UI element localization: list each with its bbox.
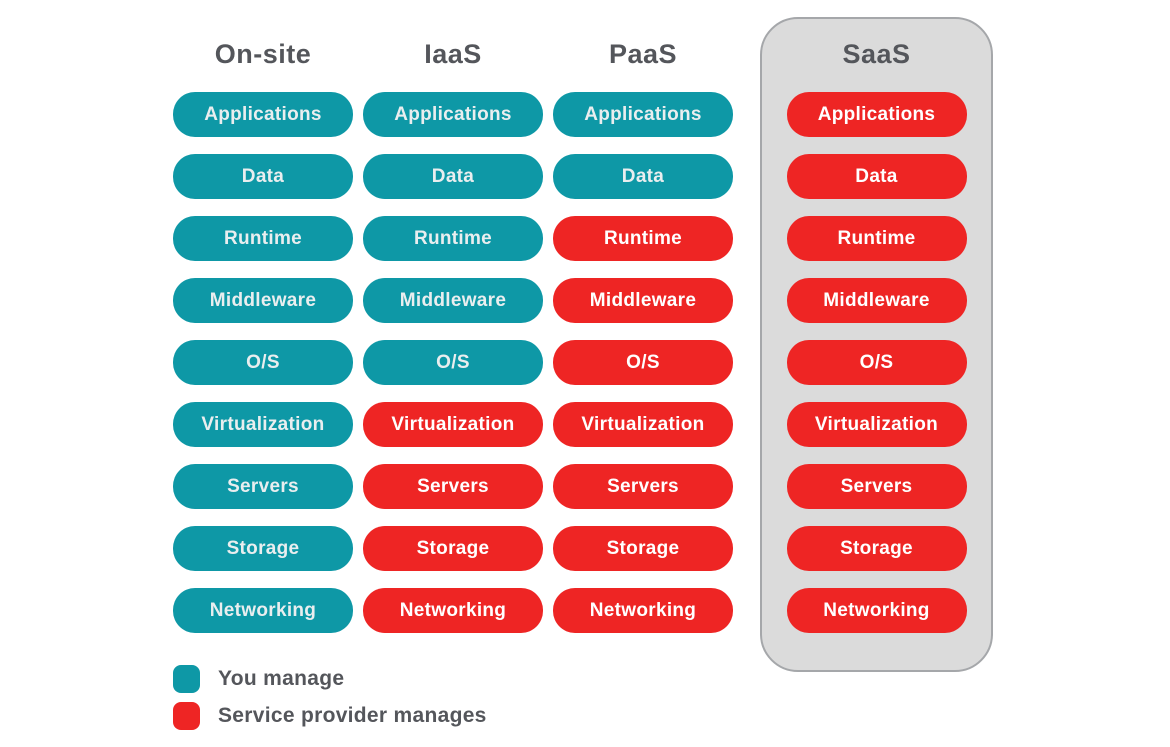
pill-onsite-os: O/S — [173, 340, 353, 385]
column-header-onsite: On-site — [214, 39, 312, 69]
pill-paas-data: Data — [553, 154, 733, 199]
pill-iaas-virtualization: Virtualization — [363, 402, 543, 447]
pill-iaas-networking: Networking — [363, 588, 543, 633]
legend-item-provider-manages: Service provider manages — [173, 702, 487, 730]
legend-label-provider-manages: Service provider manages — [218, 704, 487, 727]
pill-iaas-runtime: Runtime — [363, 216, 543, 261]
pill-iaas-middleware: Middleware — [363, 278, 543, 323]
you-manage-swatch-icon — [173, 665, 200, 693]
column-iaas: IaaS Applications Data Runtime Middlewar… — [363, 40, 543, 633]
pill-onsite-virtualization: Virtualization — [173, 402, 353, 447]
legend: You manage Service provider manages — [173, 665, 487, 730]
pill-paas-middleware: Middleware — [553, 278, 733, 323]
pill-saas-storage: Storage — [786, 526, 967, 571]
pill-saas-middleware: Middleware — [786, 278, 967, 323]
pill-iaas-servers: Servers — [363, 464, 543, 509]
pill-onsite-applications: Applications — [173, 92, 353, 137]
pill-saas-data: Data — [786, 154, 967, 199]
pill-iaas-os: O/S — [363, 340, 543, 385]
legend-item-you-manage: You manage — [173, 665, 487, 693]
provider-manages-swatch-icon — [173, 702, 200, 730]
column-header-saas: SaaS — [842, 39, 911, 69]
pill-paas-servers: Servers — [553, 464, 733, 509]
pill-saas-servers: Servers — [786, 464, 967, 509]
pill-iaas-data: Data — [363, 154, 543, 199]
pill-paas-runtime: Runtime — [553, 216, 733, 261]
pill-saas-virtualization: Virtualization — [786, 402, 967, 447]
pill-paas-storage: Storage — [553, 526, 733, 571]
column-header-iaas: IaaS — [424, 39, 482, 69]
column-header-paas: PaaS — [608, 39, 678, 69]
pill-saas-applications: Applications — [786, 92, 967, 137]
pill-paas-networking: Networking — [553, 588, 733, 633]
pill-onsite-data: Data — [173, 154, 353, 199]
pill-iaas-applications: Applications — [363, 92, 543, 137]
pill-onsite-runtime: Runtime — [173, 216, 353, 261]
pill-onsite-middleware: Middleware — [173, 278, 353, 323]
column-onsite: On-site Applications Data Runtime Middle… — [173, 40, 353, 633]
column-paas: PaaS Applications Data Runtime Middlewar… — [553, 40, 733, 633]
pill-paas-virtualization: Virtualization — [553, 402, 733, 447]
pill-onsite-servers: Servers — [173, 464, 353, 509]
saas-container: SaaS Applications Data Runtime Middlewar… — [760, 17, 993, 672]
pill-paas-applications: Applications — [553, 92, 733, 137]
pill-iaas-storage: Storage — [363, 526, 543, 571]
pill-paas-os: O/S — [553, 340, 733, 385]
pill-saas-os: O/S — [786, 340, 967, 385]
pill-onsite-storage: Storage — [173, 526, 353, 571]
pill-saas-runtime: Runtime — [786, 216, 967, 261]
pill-saas-networking: Networking — [786, 588, 967, 633]
legend-label-you-manage: You manage — [218, 667, 345, 690]
pill-onsite-networking: Networking — [173, 588, 353, 633]
